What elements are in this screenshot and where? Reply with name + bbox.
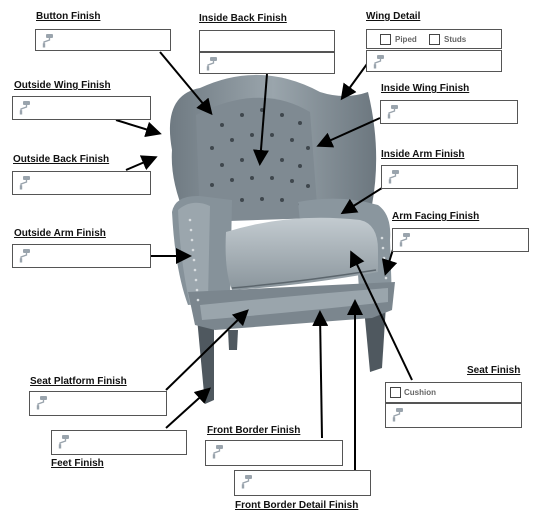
outside-wing-finish-label: Outside Wing Finish xyxy=(14,80,111,91)
outside-wing-finish-field[interactable] xyxy=(12,96,151,120)
feet-finish-label: Feet Finish xyxy=(51,458,104,469)
arm-facing-finish-label: Arm Facing Finish xyxy=(392,211,480,222)
paint-roller-icon xyxy=(58,435,69,449)
outside-back-finish-field[interactable] xyxy=(12,171,151,195)
wing-detail-label: Wing Detail xyxy=(366,11,421,22)
front-border-detail-finish-field[interactable] xyxy=(234,470,371,496)
piped-checkbox[interactable] xyxy=(380,34,391,45)
wing-detail-field[interactable] xyxy=(366,50,502,72)
seat-platform-finish-field[interactable] xyxy=(29,391,167,416)
wing-detail-options: Piped Studs xyxy=(366,29,502,49)
seat-finish-label: Seat Finish xyxy=(467,365,521,376)
paint-roller-icon xyxy=(19,101,30,115)
paint-roller-icon xyxy=(19,249,30,263)
paint-roller-icon xyxy=(387,105,398,119)
outside-arm-finish-field[interactable] xyxy=(12,244,151,268)
inside-arm-finish-label: Inside Arm Finish xyxy=(381,149,465,160)
paint-roller-icon xyxy=(392,408,403,422)
front-border-finish-field[interactable] xyxy=(205,440,343,466)
piped-option-label: Piped xyxy=(395,35,417,44)
inside-back-finish-field[interactable] xyxy=(199,52,335,74)
seat-finish-field[interactable] xyxy=(385,403,522,428)
paint-roller-icon xyxy=(241,475,252,489)
inside-arm-finish-field[interactable] xyxy=(381,165,518,189)
paint-roller-icon xyxy=(373,55,384,69)
studs-checkbox[interactable] xyxy=(429,34,440,45)
cushion-checkbox[interactable] xyxy=(390,387,401,398)
paint-roller-icon xyxy=(42,34,53,48)
front-border-finish-label: Front Border Finish xyxy=(207,425,301,436)
paint-roller-icon xyxy=(19,176,30,190)
front-border-detail-finish-label: Front Border Detail Finish xyxy=(235,500,359,511)
paint-roller-icon xyxy=(399,233,410,247)
inside-back-finish-label: Inside Back Finish xyxy=(199,13,287,24)
outside-arm-finish-label: Outside Arm Finish xyxy=(14,228,106,239)
button-finish-field[interactable] xyxy=(35,29,171,51)
seat-cushion xyxy=(225,217,378,290)
inside-wing-finish-label: Inside Wing Finish xyxy=(381,83,470,94)
inside-wing-finish-field[interactable] xyxy=(380,100,518,124)
front-left-leg xyxy=(197,318,214,404)
outside-back-finish-label: Outside Back Finish xyxy=(13,154,110,165)
paint-roller-icon xyxy=(388,170,399,184)
button-finish-label: Button Finish xyxy=(36,11,101,22)
arm-facing-finish-field[interactable] xyxy=(392,228,529,252)
paint-roller-icon xyxy=(212,445,223,459)
studs-option-label: Studs xyxy=(444,35,467,44)
inside-back-finish-field-top[interactable] xyxy=(199,30,335,52)
feet-finish-field[interactable] xyxy=(51,430,187,455)
seat-platform-finish-label: Seat Platform Finish xyxy=(30,376,127,387)
seat-finish-options: Cushion xyxy=(385,382,522,403)
paint-roller-icon xyxy=(206,57,217,71)
cushion-option-label: Cushion xyxy=(404,388,436,397)
paint-roller-icon xyxy=(36,396,47,410)
